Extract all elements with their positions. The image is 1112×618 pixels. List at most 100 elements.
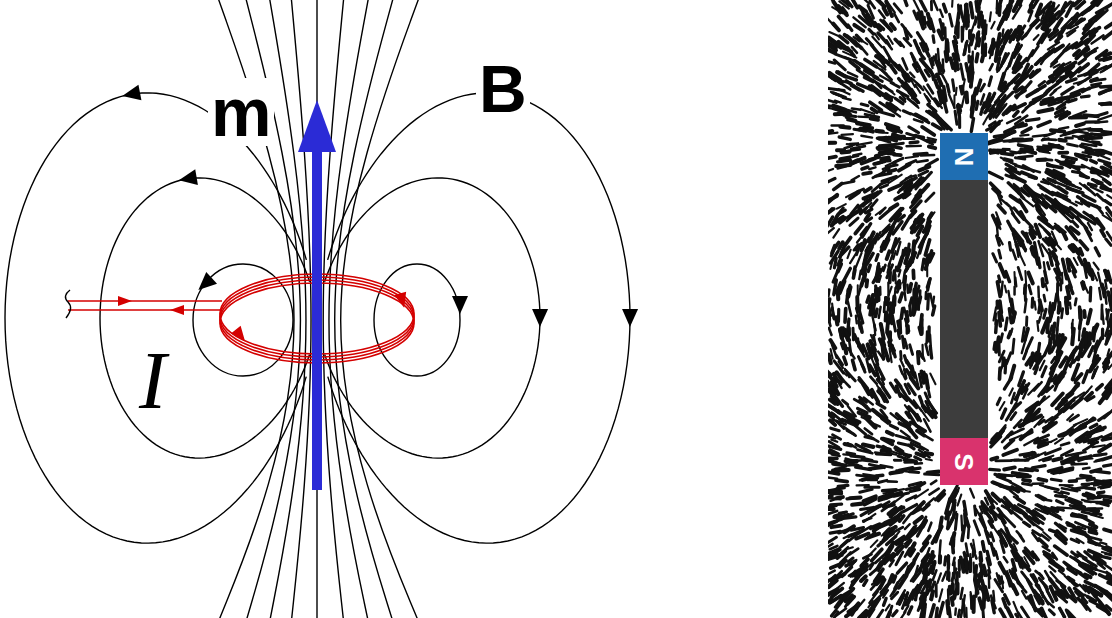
filing [1093, 370, 1095, 377]
filing [851, 146, 865, 149]
filing [1082, 311, 1087, 317]
filing [1057, 98, 1067, 100]
filing [1105, 554, 1112, 556]
filing [1086, 567, 1096, 574]
filing [879, 307, 881, 318]
filing [899, 351, 902, 359]
filing [1076, 124, 1084, 126]
filing [964, 93, 969, 103]
filing [862, 167, 868, 169]
filing [1009, 388, 1012, 395]
filing [1062, 335, 1063, 342]
filing [958, 117, 961, 128]
filing [891, 413, 898, 419]
filing [930, 1, 933, 10]
filing [1039, 539, 1047, 547]
filing [829, 328, 832, 335]
filing [1076, 374, 1082, 381]
filing [862, 364, 865, 372]
filing [845, 345, 846, 353]
filing [1063, 198, 1077, 205]
filing [882, 418, 888, 423]
filing [1032, 247, 1035, 257]
filing [1049, 249, 1052, 254]
filing [859, 308, 863, 323]
filing [879, 389, 885, 401]
filing [828, 169, 833, 172]
filing [1094, 454, 1106, 455]
filing [879, 287, 882, 295]
filing [1104, 29, 1112, 39]
filing [930, 567, 931, 573]
filing [1038, 158, 1046, 163]
filing [869, 29, 874, 34]
filing [931, 582, 934, 590]
filing [889, 508, 896, 514]
filing [1033, 94, 1045, 103]
filing [879, 144, 888, 148]
filing [889, 175, 902, 184]
filing [1102, 456, 1112, 460]
filing [1068, 31, 1075, 36]
filing [920, 0, 926, 11]
filing [1072, 582, 1077, 586]
filing [910, 345, 913, 355]
filing [850, 218, 858, 225]
filing [926, 96, 930, 101]
filing [1089, 287, 1093, 301]
filing [1074, 258, 1078, 265]
filing [992, 93, 995, 100]
filing [878, 267, 883, 278]
filing [1104, 479, 1110, 482]
filing [1018, 267, 1022, 279]
filing [890, 471, 902, 473]
filing [996, 301, 1000, 308]
filing [1014, 112, 1018, 117]
filing [1045, 320, 1048, 333]
filing [1085, 582, 1094, 587]
filing [1039, 456, 1053, 461]
filing [1046, 449, 1061, 455]
filing [1024, 219, 1032, 227]
filing [1037, 396, 1049, 405]
filing [828, 142, 833, 144]
filing [905, 524, 910, 529]
filing [1034, 35, 1039, 40]
filing [967, 56, 970, 62]
filing [1071, 227, 1079, 233]
filing [876, 575, 880, 583]
filing [953, 80, 955, 91]
filing [847, 463, 861, 467]
filing [874, 610, 883, 618]
filing [1017, 474, 1030, 478]
filing [839, 361, 843, 367]
filing [860, 323, 862, 332]
filing [1090, 524, 1096, 527]
filing [869, 464, 884, 467]
filing [1044, 458, 1050, 460]
filing [1000, 402, 1005, 410]
filing [935, 80, 938, 87]
filing [1064, 233, 1067, 239]
filing [1008, 291, 1010, 302]
filing [889, 129, 896, 132]
filing [944, 4, 947, 12]
filing [1074, 452, 1086, 454]
filing [1002, 435, 1008, 442]
filing [919, 291, 922, 303]
filing [947, 85, 949, 93]
filing [1070, 426, 1081, 435]
filing [1058, 187, 1067, 193]
filing [1091, 79, 1097, 81]
filing [971, 71, 973, 86]
filing [1086, 138, 1101, 139]
filing [930, 590, 932, 599]
filing [831, 440, 837, 442]
filing [864, 514, 876, 522]
filing [838, 485, 848, 486]
filing [1082, 483, 1088, 486]
filing [903, 58, 908, 69]
filing [1092, 370, 1095, 378]
filing [836, 469, 846, 470]
